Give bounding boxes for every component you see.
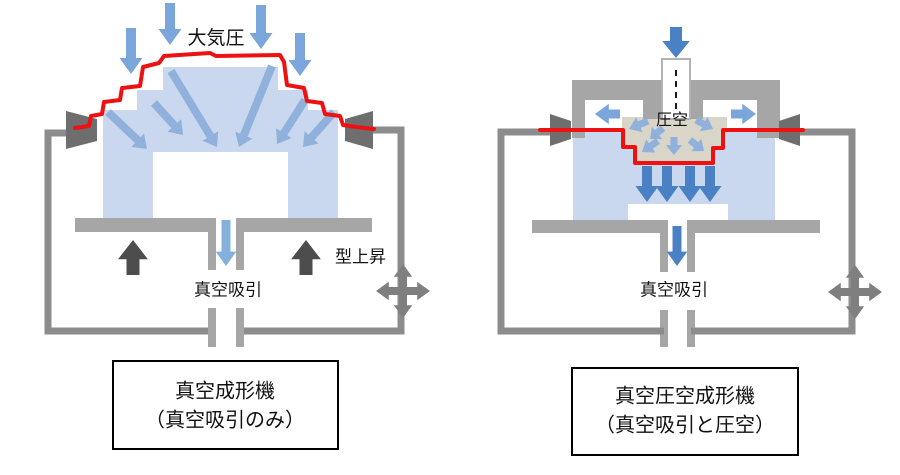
arrow-shape: [845, 292, 865, 319]
arrow-shape: [215, 220, 237, 266]
arrow-shape: [687, 137, 704, 152]
pressure-box-top-left: [572, 80, 662, 100]
arrow-shape: [105, 109, 147, 149]
arrow-shape: [235, 64, 276, 147]
vacuum-box-frame-left: [497, 128, 664, 335]
caption-title: 真空圧空成形機: [615, 384, 755, 407]
arrow-shape: [698, 166, 722, 202]
arrow-shape: [629, 117, 650, 133]
suction-flow-arrows: [105, 64, 337, 149]
atmospheric-pressure-arrows: [119, 3, 312, 76]
vacuum-suction-label: 真空吸引: [640, 280, 708, 299]
mold-lift-arrows: [118, 240, 321, 275]
arrow-shape: [635, 166, 659, 202]
vacuum-suction-label: 真空吸引: [194, 280, 262, 299]
arrow-shape: [665, 137, 683, 155]
caption-box: [571, 367, 799, 456]
plastic-sheet: [538, 128, 805, 165]
arrow-shape: [393, 291, 413, 318]
arrow-shape: [393, 264, 413, 291]
arrow-shape: [303, 109, 337, 147]
arrow-shape: [845, 265, 865, 292]
vacuum-pipe-wall: [208, 232, 216, 270]
arrow-shape: [276, 97, 309, 144]
platen-right: [236, 218, 372, 232]
vacuum-pressure-forming-diagram: 圧空 真空吸引 真空圧空成形機 （真空吸引と圧空）: [497, 27, 882, 456]
arrow-shape: [666, 226, 688, 266]
arrow-shape: [595, 103, 620, 125]
arrow-shape: [855, 282, 882, 302]
arrow-shape: [167, 68, 219, 147]
move-cross-arrow: [376, 264, 430, 318]
atmospheric-pressure-label: 大気圧: [187, 27, 244, 49]
arrow-shape: [249, 5, 273, 49]
compressed-air-label: 圧空: [656, 111, 688, 129]
arrow-shape: [650, 125, 666, 140]
vacuum-forming-diagram: 大気圧 真空吸引 型上昇 真空成形機 （真空吸引のみ）: [44, 3, 430, 450]
arrow-shape: [376, 281, 403, 301]
arrow-shape: [678, 166, 702, 202]
vacuum-suction-arrow: [666, 226, 688, 266]
caption-subtitle: （真空吸引のみ）: [145, 408, 305, 431]
arrow-shape: [694, 116, 713, 132]
arrow-shape: [662, 27, 690, 58]
pressure-air-arrows: [629, 116, 713, 155]
arrow-shape: [118, 240, 148, 275]
plastic-sheet: [73, 51, 376, 131]
arrow-shape: [642, 138, 660, 153]
platen-left: [532, 220, 668, 233]
vacuum-pipe-wall: [236, 232, 244, 270]
vacuum-box-frame-left: [44, 129, 212, 335]
vacuum-pipe-wall: [687, 233, 695, 272]
mold-air-region: [103, 67, 338, 218]
move-cross-arrow: [828, 265, 882, 319]
air-escape-arrows: [595, 103, 756, 125]
arrow-shape: [731, 103, 756, 125]
arrow-shape: [828, 282, 855, 302]
caption-title: 真空成形機: [175, 379, 275, 402]
arrow-shape: [403, 281, 430, 301]
vacuum-pipe-wall: [660, 233, 668, 272]
platen-right: [687, 220, 820, 233]
arrow-shape: [158, 3, 182, 45]
pressure-box-wall-right: [757, 80, 780, 138]
arrow-shape: [288, 33, 312, 76]
vacuum-suction-arrow: [215, 220, 237, 266]
mold-rise-label: 型上昇: [335, 247, 386, 266]
clamp-right: [345, 111, 373, 149]
pressure-box-wall-left: [572, 80, 585, 138]
vacuum-box-frame-right: [240, 126, 405, 335]
mold-block: [628, 204, 728, 220]
blow-pipe: [661, 58, 691, 120]
platen-left: [75, 218, 216, 232]
compressed-air-inlet-arrow: [662, 27, 690, 58]
caption-subtitle: （真空吸引と圧空）: [595, 413, 775, 436]
arrow-shape: [119, 28, 143, 74]
vacuum-pipe-wall: [208, 308, 216, 347]
caption-box: [112, 360, 339, 450]
press-down-arrows: [635, 166, 722, 202]
vacuum-box-frame-right: [691, 128, 856, 335]
pressure-box-inner-col-right: [690, 100, 703, 119]
arrow-shape: [655, 166, 679, 202]
pressure-box-inner-col-left: [643, 100, 662, 119]
vacuum-pipe-wall: [236, 308, 244, 347]
arrow-shape: [291, 240, 321, 275]
arrow-shape: [151, 100, 183, 135]
